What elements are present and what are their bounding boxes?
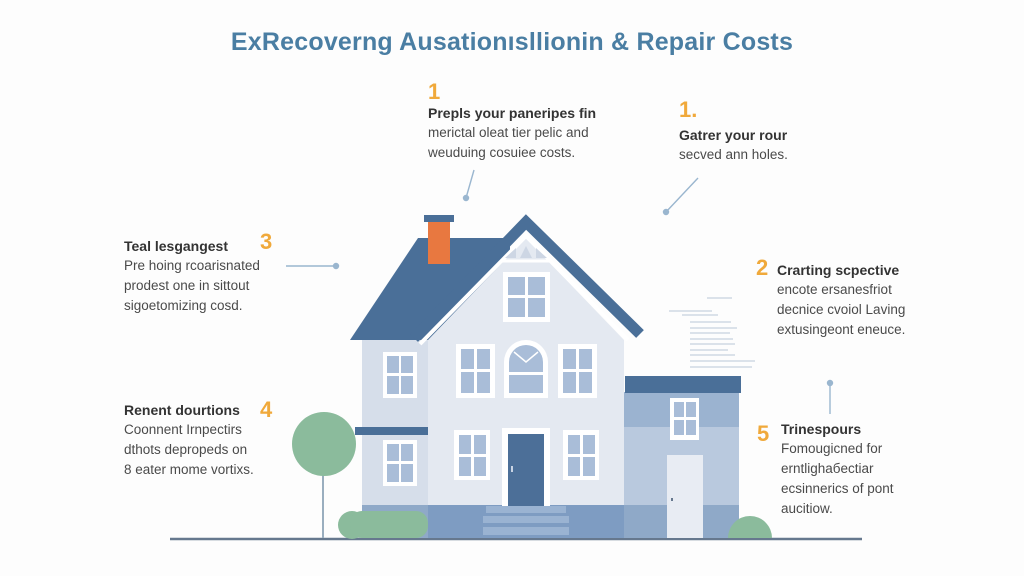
connector-step1	[465, 169, 475, 199]
step-text-line: encote ersanesfriot	[777, 282, 892, 297]
window-arched-icon	[504, 340, 548, 398]
step-heading: Prepls your paneripes fin	[428, 105, 597, 121]
step-card-4: 4 Renent dourtions Coonnent Irnpectirs d…	[124, 397, 324, 480]
roof-trim	[418, 233, 630, 346]
step-text-line: merictal oleat tier pelic and	[428, 125, 589, 140]
step-text-line: Pre hoing rcoarisnated	[124, 258, 260, 273]
step-text-line: Coonnent Irnpectirs	[124, 422, 242, 437]
connector-lines	[286, 169, 834, 414]
chimney-icon	[428, 222, 450, 264]
step-number: 2	[756, 255, 769, 280]
front-steps	[483, 506, 569, 535]
step-text-line: aucitiow.	[781, 501, 833, 516]
decorative-lines	[669, 297, 755, 368]
step-card-1b: 1. Gatrer your rour secved ann holes.	[679, 98, 859, 165]
window-left-upper-icon	[383, 352, 417, 398]
roof-gable	[410, 214, 644, 342]
step-number: 4	[260, 397, 273, 422]
step-text-line: erntlighaбectiar	[781, 461, 874, 476]
step-text-line: sigoetomizing cosd.	[124, 298, 243, 313]
step-number: 1	[428, 79, 441, 104]
step-heading: Teal lesgangest	[124, 238, 229, 254]
step-text-line: secved ann holes.	[679, 147, 788, 162]
step-card-3: 3 Teal lesgangest Pre hoing rcoarisnated…	[124, 229, 324, 316]
step-heading: Trinespours	[781, 421, 862, 437]
step-text-line: decnice cvoiol Laving	[777, 302, 906, 317]
step-text-line: 8 eater mome vortiхs.	[124, 462, 254, 477]
chimney-cap	[424, 215, 454, 222]
step-number: 1.	[679, 97, 698, 122]
step-heading: Crarting scpective	[777, 262, 900, 278]
step-text-line: extusingeont eneuce.	[777, 322, 906, 337]
side-door-icon	[667, 455, 703, 538]
window-main-left-icon	[456, 344, 495, 398]
gable-vent-icon	[500, 246, 552, 263]
right-annex	[624, 376, 741, 538]
step-heading: Renent dourtions	[124, 402, 240, 418]
step-number: 5	[757, 421, 770, 446]
step-heading: Gatrer your rour	[679, 127, 788, 143]
front-door-icon	[502, 428, 550, 506]
window-ground-left-icon	[454, 430, 490, 480]
step-card-5: 5 Trinespours Fomougicned for erntlighaб…	[757, 420, 957, 519]
shrub-left-icon	[338, 511, 428, 539]
step-text-line: prodest one in sittout	[124, 278, 250, 293]
window-attic-icon	[503, 272, 550, 322]
connector-step1b	[665, 177, 699, 213]
shrub-right-icon	[728, 516, 772, 538]
tree-icon	[292, 412, 356, 538]
window-ground-right-icon	[563, 430, 599, 480]
step-card-1: 1 Prepls your paneripes fin merictal ole…	[428, 80, 648, 163]
window-left-lower-icon	[383, 440, 417, 486]
step-card-2: 2 Crarting scpective encote ersanesfriot…	[756, 255, 956, 340]
step-text-line: weuduing cosuiee costs.	[428, 145, 576, 160]
step-number: 3	[260, 229, 273, 254]
left-wing	[355, 340, 433, 538]
window-main-right-icon	[558, 344, 597, 398]
window-annex-icon	[670, 398, 699, 440]
step-text-line: Fomougicned for	[781, 441, 883, 456]
step-text-line: ecsinnerics of pont	[781, 481, 894, 496]
page-title: ExRecoverng Ausationısllionin & Repair C…	[230, 28, 794, 56]
step-text-line: dthots depropeds on	[124, 442, 248, 457]
